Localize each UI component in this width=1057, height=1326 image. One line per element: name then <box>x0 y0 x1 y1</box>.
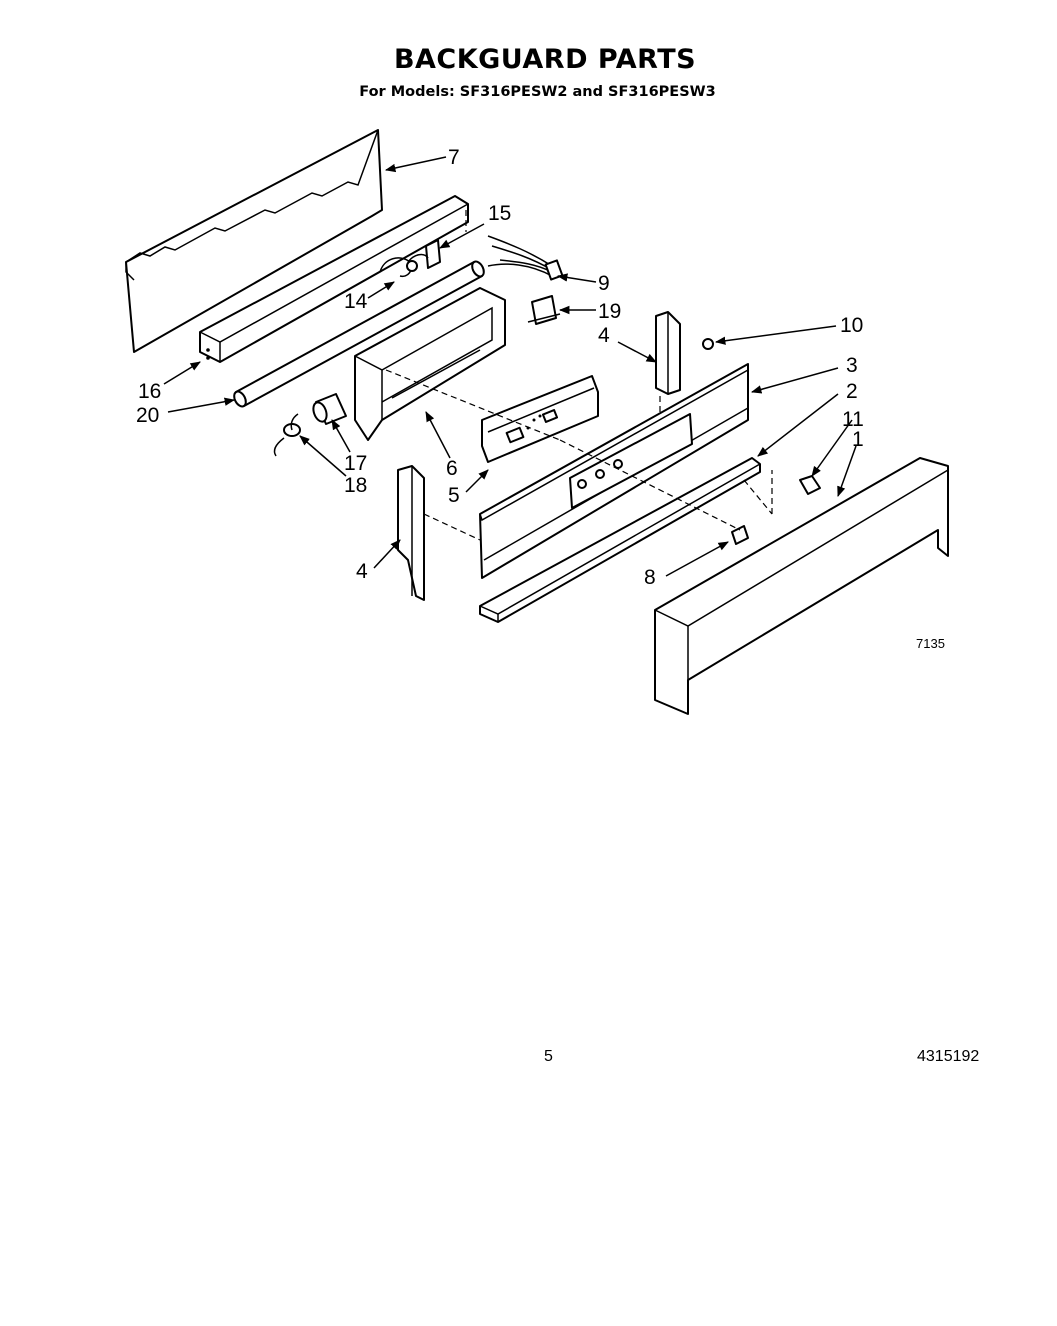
callout-19: 19 <box>598 300 621 323</box>
callout-17: 17 <box>344 452 367 475</box>
page-subtitle: For Models: SF316PESW2 and SF316PESW3 <box>359 84 716 100</box>
document-number: 4315192 <box>917 1048 980 1065</box>
part-9-wire-harness <box>487 235 564 281</box>
callout-11: 11 <box>842 408 864 431</box>
callout-7: 7 <box>448 146 460 169</box>
part-4-left-bracket <box>397 465 425 601</box>
callout-20: 20 <box>136 404 159 427</box>
leader-lines <box>163 156 857 577</box>
page-number: 5 <box>544 1048 553 1065</box>
part-15-lamp-holder <box>407 239 441 269</box>
part-6-lamp-housing <box>354 287 506 441</box>
callout-18: 18 <box>344 474 367 497</box>
part-20-lamp-tube <box>233 260 485 408</box>
part-16-top-rail <box>199 195 469 363</box>
callout-6: 6 <box>446 457 458 480</box>
part-5-control-insert <box>481 375 599 463</box>
callout-4-right: 4 <box>598 324 610 347</box>
part-17-starter <box>312 393 347 425</box>
callout-14: 14 <box>344 290 368 313</box>
assembly-lines <box>385 210 773 541</box>
part-8-knob <box>731 525 749 545</box>
callout-5: 5 <box>448 484 460 507</box>
part-18-socket <box>273 413 301 457</box>
part-10-screw <box>702 338 714 350</box>
callout-4-left: 4 <box>356 560 368 583</box>
callout-2: 2 <box>846 380 858 403</box>
part-11-clip <box>799 475 821 495</box>
callout-3: 3 <box>846 354 858 377</box>
callout-9: 9 <box>598 272 610 295</box>
page-title: BACKGUARD PARTS <box>393 44 697 75</box>
part-7-rear-panel <box>125 129 383 353</box>
part-3-front-panel <box>479 363 749 579</box>
figure-number: 7135 <box>916 636 945 651</box>
part-4-right-bracket <box>655 311 681 395</box>
part-2-trim-strip <box>479 457 761 623</box>
callouts: 7 15 14 9 19 4 10 3 2 11 1 16 20 17 18 6… <box>136 146 945 651</box>
callout-16: 16 <box>138 380 161 403</box>
callout-8: 8 <box>644 566 656 589</box>
callout-1: 1 <box>852 428 864 451</box>
part-1-end-trim <box>654 457 949 715</box>
callout-15: 15 <box>488 202 511 225</box>
callout-10: 10 <box>840 314 863 337</box>
part-14-clip <box>379 257 418 278</box>
part-19-block <box>527 295 561 325</box>
